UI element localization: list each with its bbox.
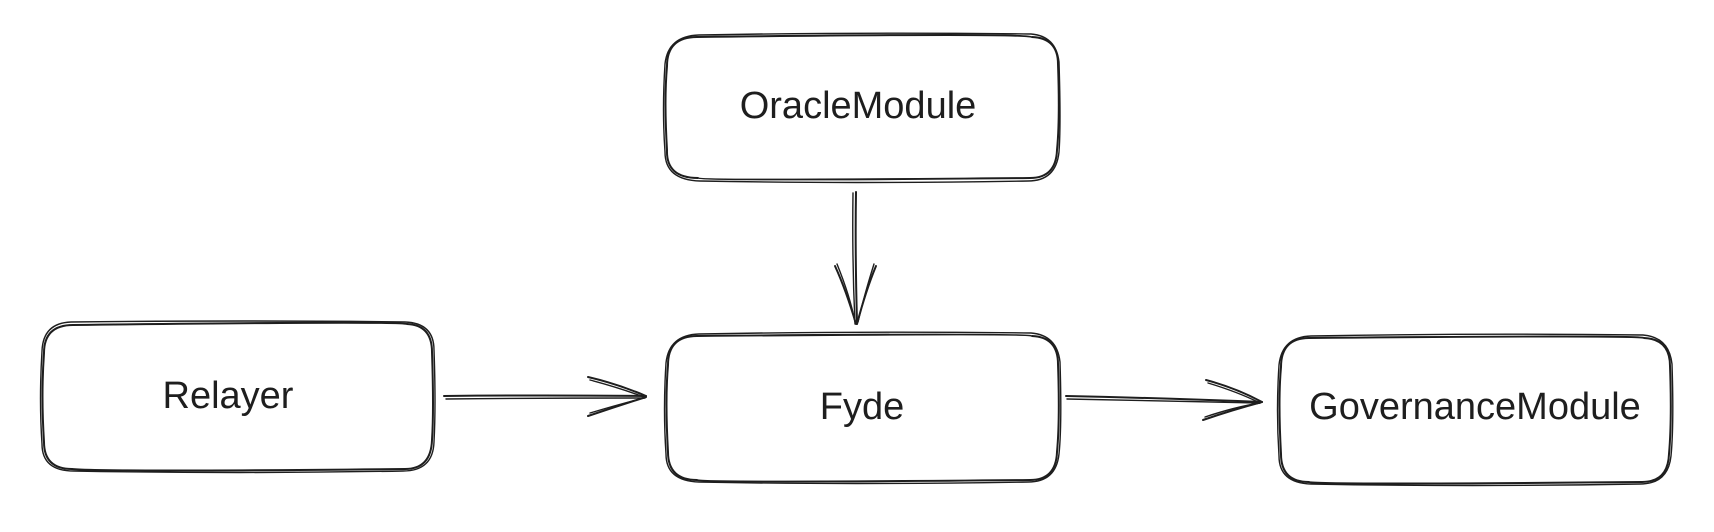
node-governance-module[interactable]: GovernanceModule <box>1276 333 1674 487</box>
node-relayer[interactable]: Relayer <box>39 320 436 474</box>
node-label-governance-module: GovernanceModule <box>1309 386 1641 428</box>
arrow-relayer-to-fyde <box>443 376 647 417</box>
arrow-oracle-to-fyde <box>834 191 877 325</box>
node-label-oracle-module: OracleModule <box>740 85 977 127</box>
arrow-fyde-to-governance <box>1065 379 1263 421</box>
node-label-fyde: Fyde <box>820 386 904 428</box>
node-label-relayer: Relayer <box>163 375 294 417</box>
node-oracle-module[interactable]: OracleModule <box>662 32 1061 184</box>
node-fyde[interactable]: Fyde <box>663 331 1062 485</box>
